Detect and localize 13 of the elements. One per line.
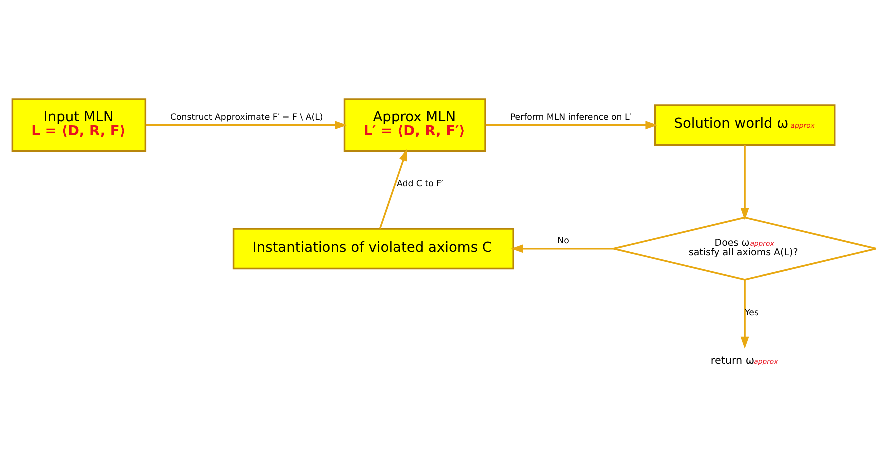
arrow (511, 244, 614, 253)
node-box: Instantiations of violated axioms C (232, 228, 514, 270)
node-box: Approx MLN L′ = ⟨D, R, F′⟩ (344, 98, 486, 152)
arrow (379, 148, 408, 229)
edge-label: No (558, 236, 570, 246)
arrow (146, 120, 348, 130)
edge-label: Construct Approximate F′ = F \ A(L) (170, 112, 324, 123)
arrow (740, 280, 750, 348)
node-box: Input MLN L = ⟨D, R, F⟩ (12, 98, 147, 152)
arrow (740, 144, 750, 220)
edge-label: Perform MLN inference on L′ (510, 112, 632, 123)
arrow (486, 120, 658, 130)
edge-label: Add C to F′ (397, 179, 444, 190)
